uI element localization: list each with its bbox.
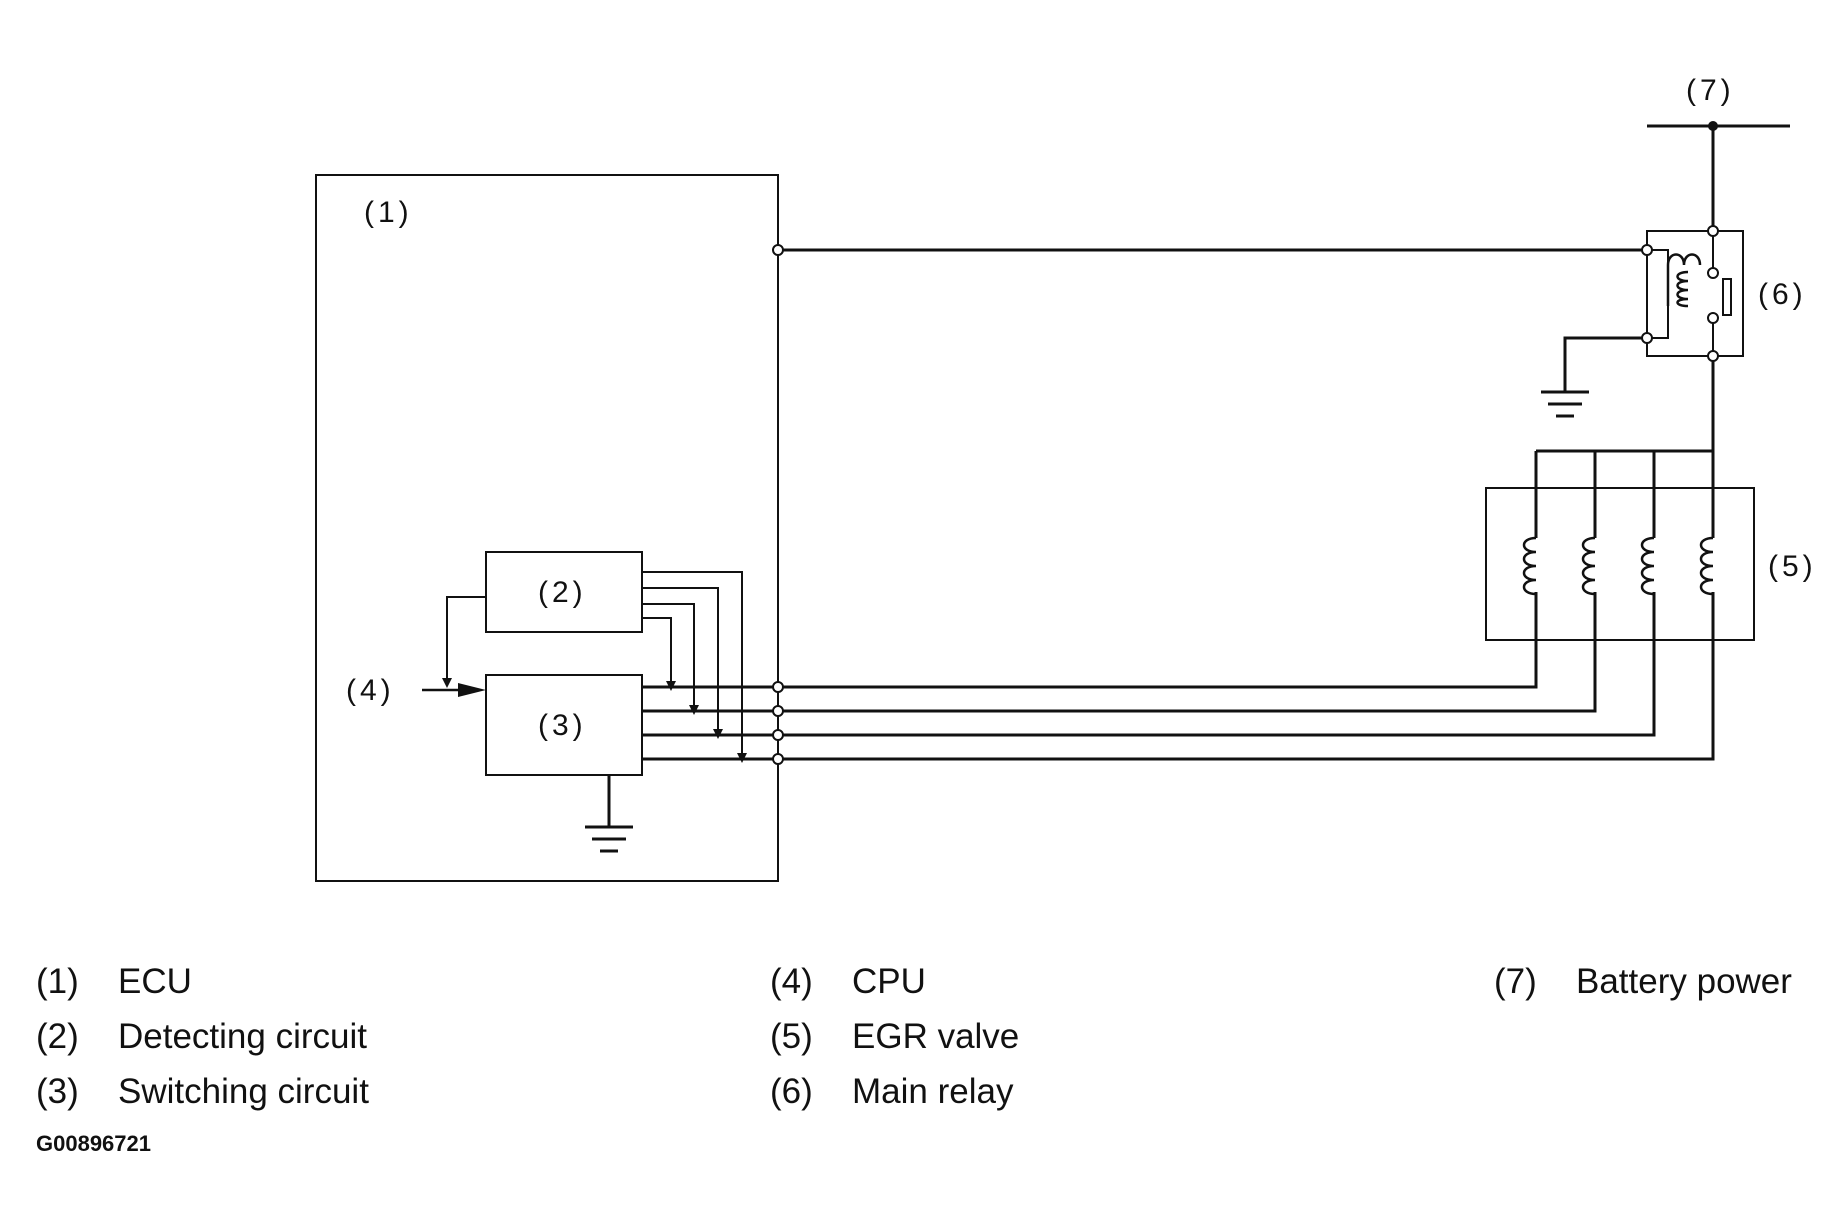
- legend-text: Battery power: [1576, 962, 1792, 1001]
- arrow-icon: [737, 753, 747, 763]
- legend-number: (1): [36, 962, 79, 1001]
- arrow-icon: [713, 729, 723, 739]
- terminal: [1707, 267, 1719, 279]
- ecu-box: [315, 174, 779, 882]
- legend-item: (5) EGR valve: [770, 1017, 1370, 1057]
- junction-dot: [1708, 121, 1718, 131]
- wiring-diagram: (1) (2) (3) (4) (5) (6) (7): [315, 74, 1817, 882]
- terminal: [1641, 244, 1653, 256]
- legend-text: CPU: [852, 962, 926, 1001]
- egr-valve-box: [1485, 487, 1755, 641]
- legend-item: (6) Main relay: [770, 1072, 1370, 1112]
- legend-item: (1) ECU: [36, 962, 636, 1002]
- sense-line-2: [642, 603, 695, 706]
- egr-wire-2: [778, 592, 1597, 713]
- label-ecu: (1): [364, 196, 413, 229]
- legend-text: ECU: [118, 962, 192, 1001]
- legend-number: (7): [1494, 962, 1537, 1001]
- main-relay-box: [1646, 230, 1744, 357]
- legend-number: (6): [770, 1072, 813, 1111]
- legend-item: (3) Switching circuit: [36, 1072, 636, 1112]
- egr-wire-3: [778, 592, 1656, 737]
- terminal: [772, 753, 784, 765]
- terminal: [1707, 312, 1719, 324]
- arrow-icon: [666, 681, 676, 691]
- egr-wire-4: [778, 592, 1715, 761]
- terminal: [772, 705, 784, 717]
- terminal: [1707, 225, 1719, 237]
- legend-text: Switching circuit: [118, 1072, 369, 1111]
- relay-contact: [1722, 278, 1732, 316]
- legend-number: (3): [36, 1072, 79, 1111]
- terminal: [772, 729, 784, 741]
- legend-text: EGR valve: [852, 1017, 1020, 1056]
- label-switching-circuit: (3): [538, 709, 587, 742]
- cpu-arrow-icon: [458, 683, 486, 697]
- relay-ground-wire: [1563, 336, 1647, 392]
- sense-line-3: [642, 587, 719, 730]
- ground-symbol: [1541, 390, 1589, 418]
- arrow-icon: [689, 705, 699, 715]
- coil-icon: [1581, 536, 1596, 596]
- terminal: [772, 681, 784, 693]
- legend-item: (2) Detecting circuit: [36, 1017, 636, 1057]
- legend-item: (4) CPU: [770, 962, 1370, 1002]
- label-cpu: (4): [346, 674, 395, 707]
- label-battery-power: (7): [1686, 74, 1735, 107]
- label-detecting-circuit: (2): [538, 576, 587, 609]
- legend-number: (4): [770, 962, 813, 1001]
- arrow-icon: [442, 678, 452, 688]
- sense-line-4: [642, 571, 743, 754]
- coil-icon: [1522, 536, 1537, 596]
- figure-code: G00896721: [36, 1131, 151, 1156]
- legend-item: (7) Battery power: [1494, 962, 1834, 1002]
- egr-wire-1: [778, 592, 1538, 689]
- legend-number: (5): [770, 1017, 813, 1056]
- legend-number: (2): [36, 1017, 79, 1056]
- detecting-circuit-box: [485, 551, 643, 633]
- legend-text: Main relay: [852, 1072, 1014, 1111]
- terminal: [1641, 332, 1653, 344]
- ground-symbol: [585, 825, 633, 853]
- sense-line-1: [642, 617, 672, 682]
- switching-circuit-box: [485, 674, 643, 776]
- coil-icon: [1640, 536, 1655, 596]
- detect-to-switch-wire: [446, 596, 486, 678]
- coil-icon: [1699, 536, 1714, 596]
- terminal: [1707, 350, 1719, 362]
- relay-coil-icon: [1666, 253, 1702, 306]
- terminal: [772, 244, 784, 256]
- label-egr-valve: (5): [1768, 550, 1817, 583]
- legend-text: Detecting circuit: [118, 1017, 367, 1056]
- label-main-relay: (6): [1758, 278, 1807, 311]
